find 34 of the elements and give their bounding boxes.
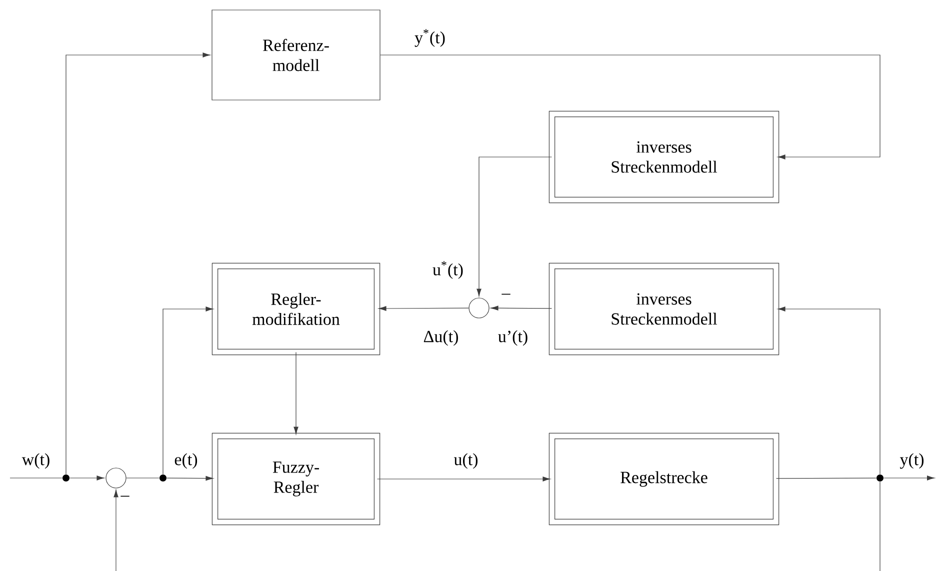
block-box: inverses Streckenmodell [548,262,780,356]
edge-label: Δu(t) [422,329,460,347]
arrow [70,476,104,480]
arrow [380,54,880,160]
minus-sign: – [120,496,130,497]
edge-label: u$^{*}$(t) [432,260,464,280]
edge-label: u’(t) [496,329,530,347]
arrow [166,476,214,481]
arrow [294,352,298,434]
arrow [884,476,935,480]
summing-junction [106,468,126,488]
edge-label: y(t) [898,452,926,470]
block-box: Referenz- modell [212,10,380,100]
edge-label: w(t) [20,452,52,470]
edge-label: u(t) [452,452,480,470]
junction-dot [160,474,166,482]
arrow [476,156,552,296]
edge-label: e(t) [173,452,199,470]
arrow [66,52,210,474]
block-box: Regler- modifikation [212,262,380,356]
arrow [778,306,880,474]
arrow [114,490,118,571]
edge-label: y$^{*}$(t) [414,28,446,48]
arrow [377,476,550,482]
block-box: Regelstrecke [548,432,780,526]
junction-dot [876,474,884,482]
minus-sign: – [502,294,510,295]
block-box: Fuzzy- Regler [212,432,380,526]
junction-dot [62,474,70,482]
arrow [378,306,469,311]
block-box: inverses Streckenmodell [548,110,780,204]
arrow [162,306,214,474]
arrow [490,306,552,310]
summing-junction [468,298,490,318]
